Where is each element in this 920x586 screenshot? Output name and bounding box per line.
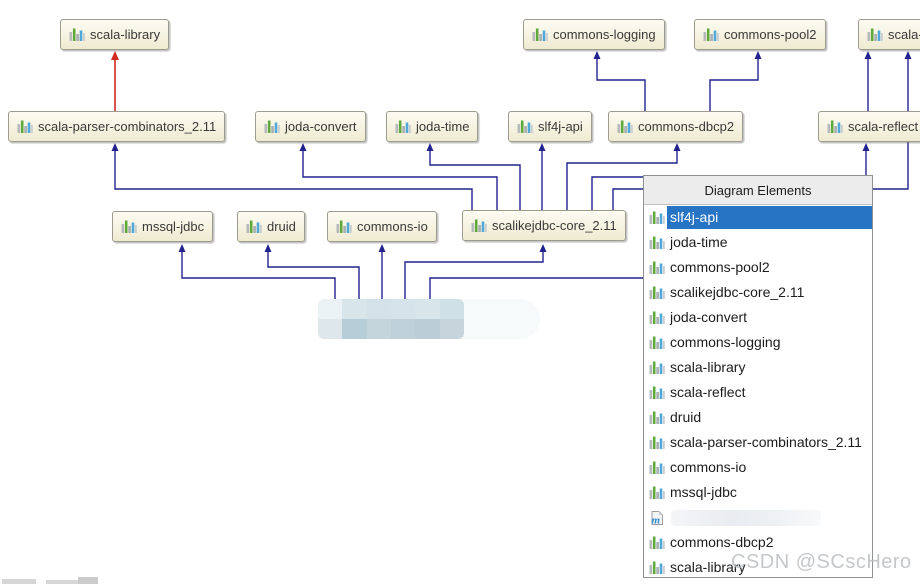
library-icon: [264, 119, 280, 135]
node-scala-parser-combinators[interactable]: scala-parser-combinators_2.11: [8, 111, 226, 142]
list-item-label: scala-library: [670, 559, 746, 575]
censored-label: [671, 509, 821, 526]
node-label: commons-logging: [553, 27, 656, 42]
node-commons-logging[interactable]: commons-logging: [523, 19, 665, 50]
node-label: joda-time: [416, 119, 470, 134]
list-item-label: druid: [670, 409, 702, 425]
library-icon: [649, 235, 665, 251]
library-icon: [649, 560, 665, 576]
library-icon: [649, 260, 665, 276]
clipped-text-fragment: [46, 580, 96, 584]
clipped-text-fragment: [78, 577, 98, 584]
list-item-commons-dbcp2[interactable]: commons-dbcp2: [644, 530, 872, 555]
library-icon: [532, 27, 548, 43]
library-icon: [246, 219, 262, 235]
list-item-scalikejdbc-core[interactable]: scalikejdbc-core_2.11: [644, 280, 872, 305]
node-commons-dbcp2[interactable]: commons-dbcp2: [608, 111, 744, 142]
node-joda-convert[interactable]: joda-convert: [255, 111, 366, 142]
list-item-druid[interactable]: druid: [644, 405, 872, 430]
list-item-label: commons-logging: [670, 334, 781, 350]
clipped-text-fragment: [2, 579, 36, 584]
list-item-joda-convert[interactable]: joda-convert: [644, 305, 872, 330]
library-icon: [395, 119, 411, 135]
library-icon: [867, 27, 883, 43]
list-item-scala-reflect[interactable]: scala-reflect: [644, 380, 872, 405]
library-icon: [649, 535, 665, 551]
list-item-slf4j-api[interactable]: slf4j-api: [644, 205, 872, 230]
node-druid[interactable]: druid: [237, 211, 305, 242]
library-icon: [617, 119, 633, 135]
popup-title: Diagram Elements: [644, 176, 872, 205]
node-label: scala-parser-combinators_2.11: [38, 119, 217, 134]
node-scalikejdbc-core[interactable]: scalikejdbc-core_2.11: [462, 210, 626, 241]
list-item-censored-module[interactable]: [644, 505, 872, 530]
censored-root-node-halo: [455, 299, 540, 339]
list-item-label: commons-dbcp2: [670, 534, 774, 550]
list-item-label: scala-parser-combinators_2.11: [670, 434, 862, 450]
node-label: druid: [267, 219, 296, 234]
library-icon: [649, 410, 665, 426]
node-scala-reflect[interactable]: scala-reflect: [818, 111, 920, 142]
node-label: scala-reflect: [848, 119, 919, 134]
node-slf4j-api[interactable]: slf4j-api: [508, 111, 592, 142]
list-item-label: scalikejdbc-core_2.11: [670, 284, 805, 300]
diagram-elements-list: slf4j-api joda-time commons-pool2 scalik…: [644, 205, 872, 577]
library-icon: [517, 119, 533, 135]
diagram-elements-popup: Diagram Elements slf4j-api joda-time com…: [643, 175, 873, 578]
library-icon: [649, 310, 665, 326]
list-item-label: slf4j-api: [667, 206, 872, 229]
node-scala-library-2[interactable]: scala-library: [858, 19, 920, 50]
list-item-commons-logging[interactable]: commons-logging: [644, 330, 872, 355]
library-icon: [649, 360, 665, 376]
library-icon: [649, 435, 665, 451]
library-icon: [471, 218, 487, 234]
node-label: joda-convert: [285, 119, 357, 134]
node-joda-time[interactable]: joda-time: [386, 111, 479, 142]
maven-module-icon: [649, 510, 665, 526]
node-label: scala-library: [888, 27, 920, 42]
node-label: slf4j-api: [538, 119, 583, 134]
list-item-scala-parser-combinators[interactable]: scala-parser-combinators_2.11: [644, 430, 872, 455]
node-label: mssql-jdbc: [142, 219, 205, 234]
list-item-scala-library[interactable]: scala-library: [644, 355, 872, 380]
list-item-label: joda-time: [670, 234, 728, 250]
library-icon: [827, 119, 843, 135]
list-item-scala-library-2[interactable]: scala-library: [644, 555, 872, 577]
library-icon: [649, 460, 665, 476]
library-icon: [703, 27, 719, 43]
list-item-label: joda-convert: [670, 309, 748, 325]
node-label: scala-library: [90, 27, 161, 42]
node-commons-io[interactable]: commons-io: [327, 211, 437, 242]
list-item-commons-pool2[interactable]: commons-pool2: [644, 255, 872, 280]
library-icon: [336, 219, 352, 235]
list-item-joda-time[interactable]: joda-time: [644, 230, 872, 255]
node-label: commons-dbcp2: [638, 119, 735, 134]
library-icon: [649, 335, 665, 351]
library-icon: [121, 219, 137, 235]
list-item-label: scala-library: [670, 359, 746, 375]
list-item-label: scala-reflect: [670, 384, 746, 400]
highlighted-edge: [111, 51, 119, 111]
node-label: commons-pool2: [724, 27, 817, 42]
node-scala-library[interactable]: scala-library: [60, 19, 170, 50]
edge-arrowheads: [111, 51, 912, 252]
list-item-label: mssql-jdbc: [670, 484, 737, 500]
node-label: scalikejdbc-core_2.11: [492, 218, 617, 233]
library-icon: [649, 285, 665, 301]
library-icon: [649, 210, 665, 226]
node-label: commons-io: [357, 219, 428, 234]
list-item-commons-io[interactable]: commons-io: [644, 455, 872, 480]
library-icon: [69, 27, 85, 43]
library-icon: [17, 119, 33, 135]
list-item-label: commons-io: [670, 459, 747, 475]
node-commons-pool2[interactable]: commons-pool2: [694, 19, 826, 50]
censored-root-node[interactable]: [318, 299, 464, 339]
list-item-mssql-jdbc[interactable]: mssql-jdbc: [644, 480, 872, 505]
library-icon: [649, 485, 665, 501]
list-item-label: commons-pool2: [670, 259, 770, 275]
node-mssql-jdbc[interactable]: mssql-jdbc: [112, 211, 214, 242]
library-icon: [649, 385, 665, 401]
